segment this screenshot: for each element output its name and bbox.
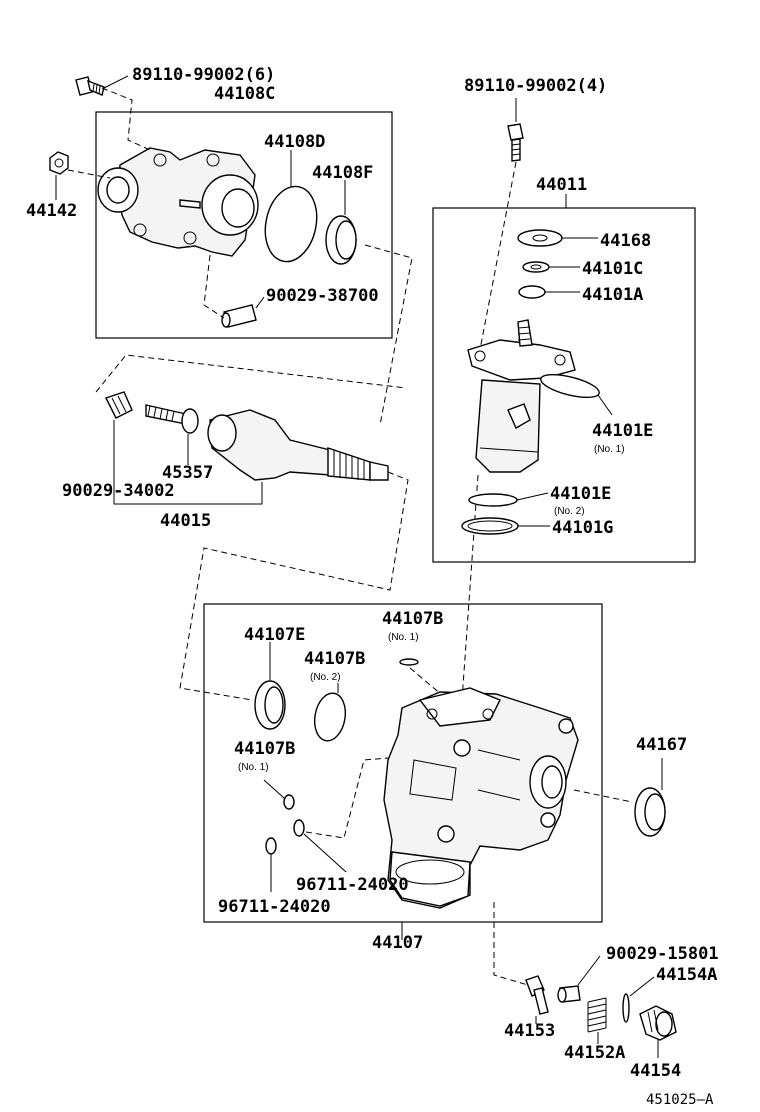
oring-44107b-no1 <box>283 794 295 810</box>
label-44101e-no1-note: (No. 1) <box>594 444 625 455</box>
control-valve-44011 <box>467 319 576 473</box>
label-44101a: 44101A <box>582 285 643 305</box>
adjust-screw-45357 <box>145 404 199 434</box>
ball-90029-15801 <box>557 985 581 1003</box>
label-44152a: 44152A <box>564 1043 625 1063</box>
label-44101e-no2: 44101E <box>550 484 611 504</box>
label-bolt-89110-99002-4: 89110-99002(4) <box>464 76 607 96</box>
label-44107b-no2-note: (No. 2) <box>310 672 341 683</box>
valve-assy-box <box>432 207 696 563</box>
nut-90029-34002 <box>105 391 133 419</box>
side-seal-44167 <box>634 787 666 837</box>
label-90029-34002: 90029-34002 <box>62 481 175 501</box>
label-44167: 44167 <box>636 735 687 755</box>
label-44107: 44107 <box>372 933 423 953</box>
bolt-89110-99002-6 <box>75 76 105 96</box>
seal-44108f <box>325 215 357 265</box>
label-44107b-no1-note: (No. 1) <box>238 762 269 773</box>
bolt-44153 <box>525 975 549 1015</box>
label-44101e-no2-note: (No. 2) <box>554 506 585 517</box>
oring-44107b-top <box>399 658 419 666</box>
oring-44107b-no2 <box>313 692 347 742</box>
gear-housing-44107 <box>383 687 579 909</box>
spring-44152a <box>587 997 607 1033</box>
label-44108d: 44108D <box>264 132 325 152</box>
ring-44101g <box>461 517 519 535</box>
label-44015: 44015 <box>160 511 211 531</box>
plug-44154a <box>622 993 630 1023</box>
label-44107b-top: 44107B <box>382 609 443 629</box>
label-bolt-89110-99002-6: 89110-99002(6) <box>132 65 275 85</box>
oring-44108d <box>264 185 318 263</box>
oring-96711-b <box>265 837 277 855</box>
label-44154a: 44154A <box>656 965 717 985</box>
bolt-89110-99002-4 <box>507 123 524 162</box>
side-cover-44108c <box>97 147 259 257</box>
label-44101e-no1: 44101E <box>592 421 653 441</box>
nut-44142 <box>49 151 69 175</box>
cover-assy-box <box>95 111 393 339</box>
reference-code: 451025—A <box>646 1092 714 1108</box>
pin-90029-38700 <box>221 304 257 328</box>
label-44107e: 44107E <box>244 625 305 645</box>
label-45357: 45357 <box>162 463 213 483</box>
sector-shaft-44015 <box>207 409 389 481</box>
label-44154: 44154 <box>630 1061 681 1081</box>
label-44107b-no2: 44107B <box>304 649 365 669</box>
label-90029-38700: 90029-38700 <box>266 286 379 306</box>
label-44101g: 44101G <box>552 518 613 538</box>
seal-44107e <box>254 680 286 730</box>
label-44101c: 44101C <box>582 259 643 279</box>
washer-44168 <box>517 229 563 247</box>
label-96711-24020-b: 96711-24020 <box>218 897 331 917</box>
nut-44101c <box>522 261 550 273</box>
plug-44154 <box>639 1005 677 1041</box>
ring-44101a <box>518 285 546 299</box>
label-44168: 44168 <box>600 231 651 251</box>
housing-assy-box <box>203 603 603 923</box>
label-44142: 44142 <box>26 201 77 221</box>
label-44011: 44011 <box>536 175 587 195</box>
label-44108c: 44108C <box>214 84 275 104</box>
oring-44101e-no1 <box>540 373 600 399</box>
oring-44101e-no2 <box>468 493 518 507</box>
label-44153: 44153 <box>504 1021 555 1041</box>
label-90029-15801: 90029-15801 <box>606 944 719 964</box>
oring-96711-a <box>293 819 305 837</box>
label-44107b-no1: 44107B <box>234 739 295 759</box>
label-44107b-top-note: (No. 1) <box>388 632 419 643</box>
label-44108f: 44108F <box>312 163 373 183</box>
label-96711-24020-a: 96711-24020 <box>296 875 409 895</box>
